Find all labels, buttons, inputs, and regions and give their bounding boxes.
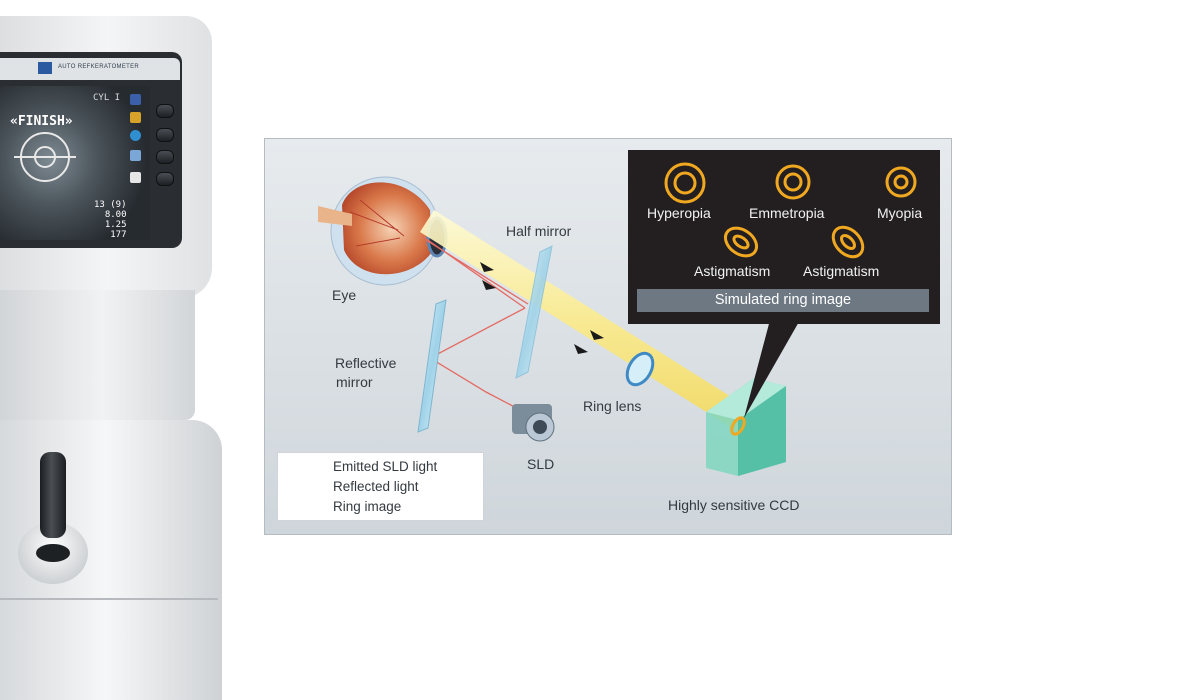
ring-label-emmetropia: Emmetropia: [749, 205, 825, 221]
screen-cyl-text: CYL I: [93, 93, 121, 103]
label-reflective-mirror-line2: mirror: [336, 374, 373, 390]
sld-source-icon: [512, 404, 555, 442]
legend-item-emitted-sld-light: Emitted SLD light: [333, 459, 438, 474]
legend-item-ring-image: Ring image: [333, 499, 402, 514]
callout-pointer: [744, 320, 800, 418]
label-reflective-mirror-line1: Reflective: [335, 355, 397, 371]
screen-side-icon: [130, 150, 141, 161]
legend: [277, 452, 484, 521]
callout-title-bar: [637, 289, 929, 312]
ring-myopia-icon: [885, 166, 917, 198]
ring-images: [664, 162, 917, 259]
ring-lens-icon: [625, 351, 655, 387]
screen-target-reticle-icon: [14, 132, 76, 182]
label-half-mirror: Half mirror: [506, 223, 572, 239]
screen-side-icon: [130, 172, 141, 183]
brand-logo: [38, 62, 52, 74]
screen-readout: 13 (9) 8.00 1.25 177: [94, 200, 127, 240]
label-ccd: Highly sensitive CCD: [668, 497, 800, 513]
joystick-socket: [36, 544, 70, 562]
device-brand-text: AUTO REFKERATOMETER: [58, 64, 140, 70]
screen-side-icon: [130, 130, 141, 141]
ring-emmetropia-icon: [775, 164, 811, 200]
ring-label-astigmatism-2: Astigmatism: [803, 263, 880, 279]
screen-side-icon: [130, 94, 141, 105]
screen-side-icon: [130, 112, 141, 123]
ring-astigmatism-icon: [831, 225, 865, 259]
label-ring-lens: Ring lens: [583, 398, 642, 414]
screen-status-text: «FINISH»: [10, 114, 73, 129]
device-side-button: [156, 150, 174, 164]
ring-astigmatism-icon: [723, 226, 759, 258]
label-eye: Eye: [332, 287, 357, 303]
ring-label-hyperopia: Hyperopia: [647, 205, 711, 221]
autorefractometer-device: AUTO REFKERATOMETER «FINISH» CYL I 13 (9…: [0, 0, 240, 700]
device-neck: [0, 290, 195, 420]
reflective-mirror: [417, 299, 447, 433]
beam-direction-arrows: [480, 262, 604, 354]
emitted-sld-light-path: [421, 235, 529, 415]
device-base-seam: [0, 598, 218, 600]
ring-hyperopia-icon: [664, 162, 706, 204]
ring-label-astigmatism-1: Astigmatism: [694, 263, 771, 279]
eye-icon: [318, 176, 448, 286]
ccd-sensor-icon: [706, 378, 786, 476]
joystick-icon: [40, 452, 66, 538]
callout-title: Simulated ring image: [714, 292, 852, 308]
label-sld: SLD: [527, 456, 555, 472]
device-side-button: [156, 128, 174, 142]
device-side-button: [156, 172, 174, 186]
legend-item-reflected-light: Reflected light: [333, 479, 419, 494]
device-side-button: [156, 104, 174, 118]
half-mirror: [515, 245, 553, 379]
reflected-light-beam: [420, 210, 752, 432]
ring-label-myopia: Myopia: [877, 205, 923, 221]
